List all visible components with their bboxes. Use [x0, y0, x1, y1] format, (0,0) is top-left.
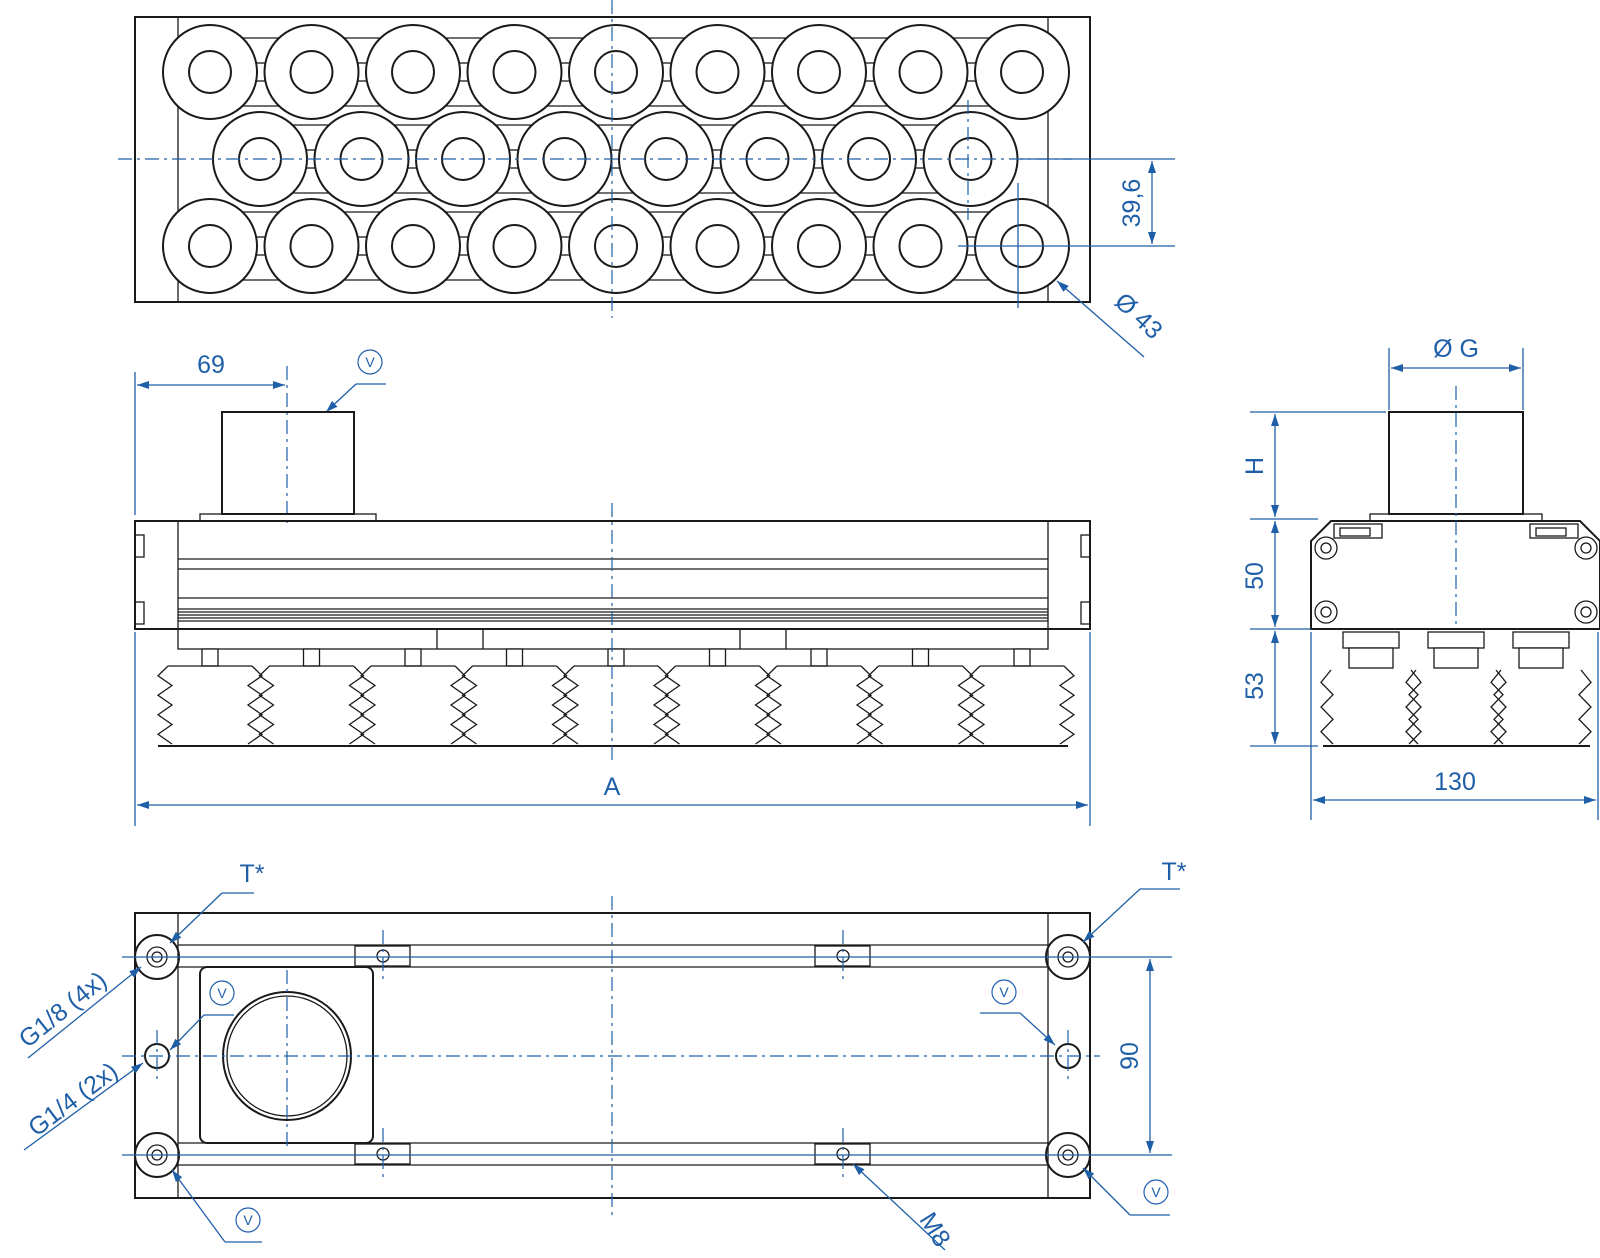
suction-cup	[365, 198, 461, 294]
top-view: 39,6 Ø 43	[118, 0, 1175, 358]
bellow	[258, 648, 365, 745]
label-port-g18: G1/8 (4x)	[14, 966, 113, 1053]
suction-cup	[466, 24, 563, 120]
front-view: 69 V	[134, 349, 1091, 826]
label-thread-M8: M8	[914, 1208, 956, 1252]
suction-cup	[263, 198, 360, 294]
suction-cup	[162, 24, 258, 120]
dim-height-53: 53	[1241, 672, 1269, 700]
dim-pitch-39-6: 39,6	[1118, 179, 1146, 228]
vacuum-symbol-bottom-1: V	[217, 985, 227, 1001]
dim-length-A: A	[604, 773, 621, 801]
bellow	[867, 648, 974, 745]
vacuum-generator	[221, 411, 355, 515]
suction-cup	[669, 24, 766, 120]
dim-cup-diameter: Ø 43	[1109, 287, 1168, 344]
dim-height-50: 50	[1241, 562, 1269, 590]
suction-cup	[365, 24, 461, 120]
vacuum-symbol-bottom-4: V	[1151, 1184, 1161, 1200]
dim-width-130: 130	[1434, 768, 1476, 796]
suction-cup-array	[162, 24, 1070, 294]
bellow	[359, 648, 467, 745]
vacuum-symbol-front: V	[365, 354, 375, 370]
label-port-g14: G1/4 (2x)	[23, 1057, 123, 1142]
side-bellow	[1490, 631, 1592, 745]
vacuum-symbol-bottom-2: V	[999, 984, 1009, 1000]
side-screws	[1314, 536, 1598, 624]
label-thread-T-left: T*	[240, 860, 265, 888]
suction-cup	[669, 198, 766, 294]
suction-cup	[568, 198, 664, 294]
suction-cup	[771, 198, 867, 294]
suction-cup	[162, 198, 258, 294]
rail-grooves	[178, 608, 1048, 622]
side-view: Ø G H 50 53 130	[1241, 335, 1600, 820]
suction-cup	[771, 24, 867, 120]
bellows-row	[156, 648, 1076, 745]
side-bellow	[1405, 631, 1507, 745]
m8-clamps	[354, 945, 871, 1165]
bellow	[765, 648, 873, 745]
bellow	[461, 648, 568, 745]
bellow	[968, 648, 1076, 745]
side-bellow	[1320, 631, 1422, 745]
suction-cup	[263, 24, 360, 120]
side-bellows	[1320, 631, 1592, 745]
bellow	[156, 648, 264, 745]
dim-spacing-90: 90	[1116, 1042, 1144, 1070]
suction-cup	[568, 24, 664, 120]
vacuum-symbol-bottom-3: V	[243, 1212, 253, 1228]
dim-offset-69: 69	[197, 351, 225, 379]
suction-cup	[872, 198, 969, 294]
dim-height-H: H	[1241, 457, 1269, 475]
label-thread-T-right: T*	[1162, 858, 1187, 886]
suction-cup	[466, 198, 563, 294]
side-body	[1310, 520, 1600, 630]
bellow	[664, 648, 771, 745]
bottom-view: 90 T* T* G1/8 (4x) G1/4 (2x) V V V V M8	[14, 858, 1187, 1252]
dim-dia-G: Ø G	[1433, 335, 1479, 363]
suction-cup	[872, 24, 969, 120]
suction-cup	[974, 24, 1070, 120]
bellow	[562, 648, 670, 745]
